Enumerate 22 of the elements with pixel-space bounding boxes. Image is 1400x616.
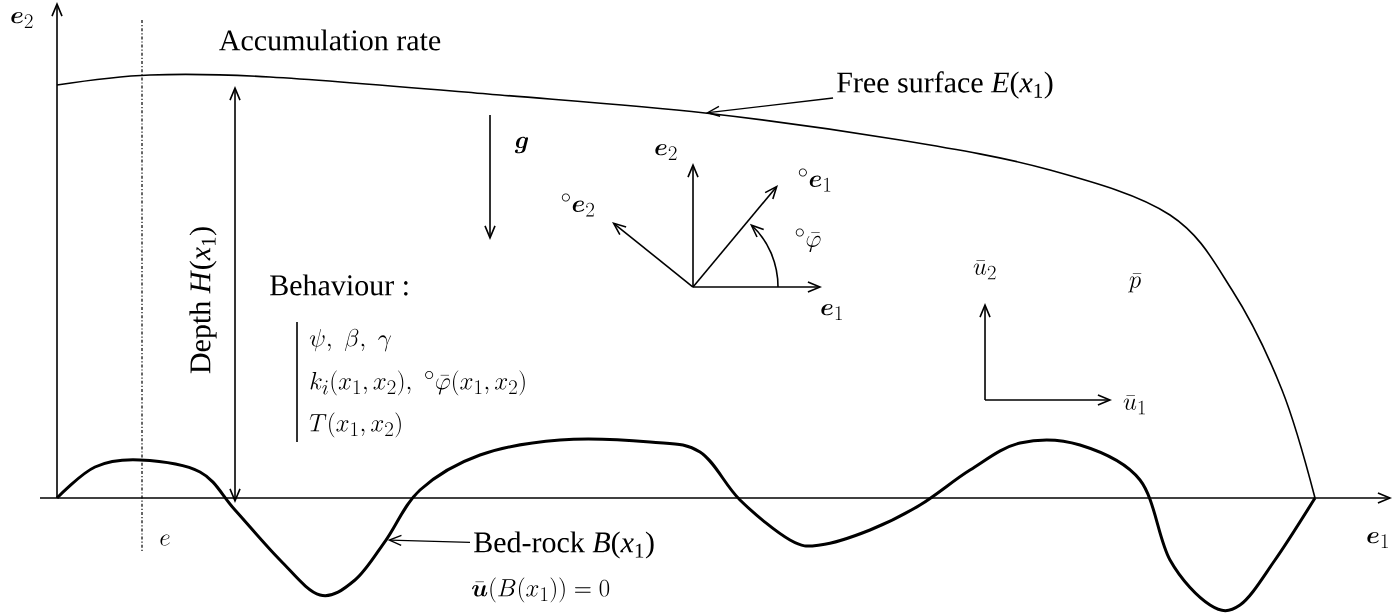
vector-label: ${}^{\circ}\boldsymbol{e}_1$ xyxy=(798,168,831,192)
bed-rock-curve xyxy=(55,437,1317,612)
angle-label: ${}^{\circ}\bar{\varphi}$ xyxy=(795,228,821,253)
pressure-label: $\bar{p}$ xyxy=(1128,273,1142,293)
leader-arrow xyxy=(705,97,834,117)
dimension-label: Depth H(x$_{1}$) xyxy=(189,227,217,374)
point-label: $e$ xyxy=(160,534,170,546)
vector-label: $\boldsymbol{e}_2$ xyxy=(655,143,677,160)
velocity-label: $\bar{u}_2$ xyxy=(973,260,996,280)
axis-label: $\boldsymbol{e}_2$ xyxy=(11,11,33,28)
boundary-condition: $\bar{\boldsymbol{u}}(B(x_1)) = 0$ xyxy=(472,577,610,603)
leader-arrow xyxy=(387,534,471,547)
axis-label: $\boldsymbol{e}_1$ xyxy=(1367,531,1388,548)
parameter-list: $k_i(x_1,x_2),\ {}^{\circ}\bar{\varphi}(x_1,x_2)$ xyxy=(310,370,525,396)
free-surface-curve xyxy=(56,73,1316,499)
parameter-list: $T(x_1,x_2)$ xyxy=(309,412,401,438)
parameter-list: $\psi,\ \beta,\ \gamma$ xyxy=(309,328,392,352)
vector-label: $\boldsymbol{g}$ xyxy=(514,136,529,154)
vector-label: ${}^{\circ}\boldsymbol{e}_2$ xyxy=(561,193,594,217)
velocity-label: $\bar{u}_1$ xyxy=(1123,395,1145,415)
vector-label: $\boldsymbol{e}_1$ xyxy=(821,303,842,320)
behaviour-heading: Behaviour : xyxy=(270,274,408,296)
